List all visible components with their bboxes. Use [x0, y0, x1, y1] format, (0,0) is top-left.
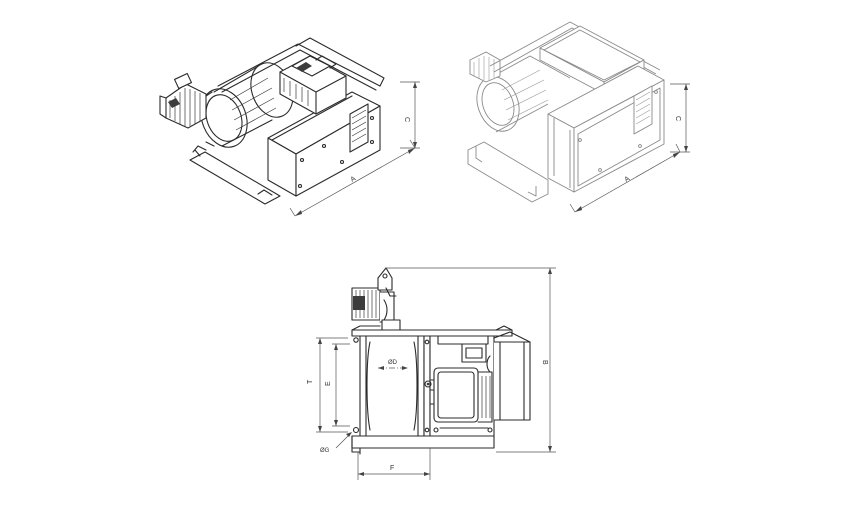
right-dim-label-c: C — [674, 116, 681, 121]
front-dim-label-g: ØG — [320, 448, 330, 454]
front-motor — [351, 267, 401, 331]
front-dim-label-d: ØD — [388, 360, 398, 366]
front-side-enclosure — [493, 331, 531, 421]
right-isometric-view: A C — [467, 21, 690, 213]
front-dimension-e: E — [325, 343, 350, 427]
front-dimension-f: F — [357, 448, 431, 480]
right-base-frame — [467, 141, 549, 203]
front-dimension-t: T — [307, 337, 348, 433]
left-dim-label-a: A — [350, 175, 358, 184]
front-dim-label-e: E — [325, 381, 332, 386]
right-drum — [485, 55, 571, 133]
left-motor — [159, 72, 207, 129]
left-control-box — [267, 91, 381, 197]
front-orthographic-view: ØD — [307, 267, 556, 480]
left-gearbox — [279, 55, 347, 115]
front-dim-label-t: T — [307, 379, 314, 384]
right-motor — [469, 51, 501, 83]
front-divider — [423, 335, 431, 437]
left-dimension-c: C — [400, 81, 420, 149]
front-dimension-b: B — [386, 267, 556, 453]
left-dim-label-c: C — [403, 117, 410, 122]
left-isometric-view: A C — [159, 37, 420, 217]
left-base-frame — [189, 145, 281, 205]
right-dim-label-a: A — [624, 175, 632, 184]
front-base-plate — [351, 426, 495, 455]
front-drum: ØD — [359, 335, 425, 437]
right-enclosure — [547, 65, 665, 193]
front-dim-label-b: B — [541, 360, 548, 365]
front-dim-label-f: F — [390, 465, 394, 472]
right-dimension-a: A — [569, 143, 681, 213]
left-dimension-a: A — [289, 139, 416, 217]
right-dimension-c: C — [670, 83, 690, 153]
left-top-rails — [217, 37, 385, 93]
left-drum-flange — [200, 88, 248, 148]
front-housing — [424, 335, 495, 437]
front-dimension-g: ØG — [320, 432, 352, 454]
